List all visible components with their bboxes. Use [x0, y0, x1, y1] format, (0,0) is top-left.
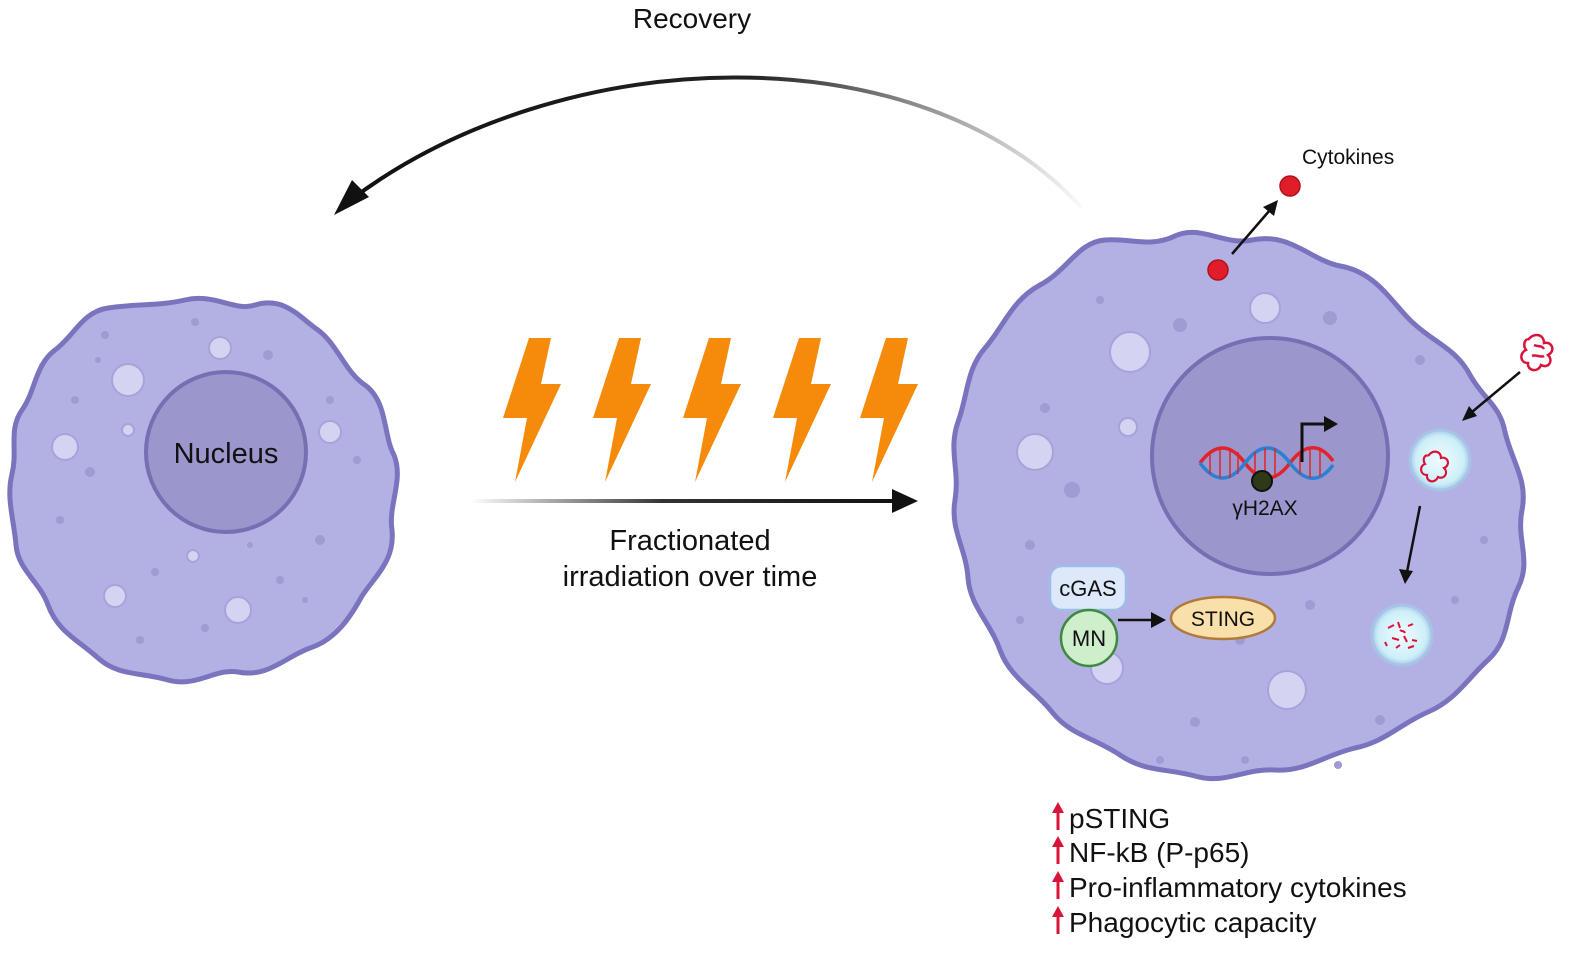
irradiation-bolts [503, 338, 918, 482]
effect-text: Pro-inflammatory cytokines [1069, 872, 1407, 903]
mn-circle [1059, 608, 1119, 668]
recovery-label: Recovery [633, 3, 751, 34]
cgas-label: cGAS [1059, 576, 1116, 601]
process-label-line2: irradiation over time [563, 561, 818, 593]
cytokine-outer [1279, 175, 1301, 197]
sting-label: STING [1191, 608, 1255, 631]
up-arrow-icon [1052, 836, 1064, 864]
h2ax-label: γH2AX [1232, 497, 1297, 520]
transcription-arrow-icon [1300, 416, 1338, 462]
lightning-bolt-icon [860, 338, 918, 482]
resting-cell-vesicles [51, 336, 342, 624]
resting-cell [7, 296, 400, 685]
activated-nucleus [1150, 336, 1390, 576]
effect-text: Phagocytic capacity [1069, 907, 1316, 938]
cytokine-release [1207, 175, 1301, 281]
effect-item-pSTING: pSTING [1052, 802, 1170, 834]
lightning-bolt-icon [773, 338, 831, 482]
lightning-bolt-icon [503, 338, 561, 482]
effects-list: pSTING NF-kB (P-p65) Pro-inflammatory cy… [1052, 802, 1407, 938]
lightning-bolt-icon [593, 338, 651, 482]
effect-text: pSTING [1069, 803, 1170, 834]
lightning-bolt-icon [683, 338, 741, 482]
process-label-line1: Fractionated [609, 525, 770, 557]
phagocytosis [1370, 333, 1554, 667]
phagolysosome [1370, 603, 1434, 667]
up-arrow-icon [1052, 906, 1064, 934]
effect-item-nfkb: NF-kB (P-p65) [1052, 836, 1249, 868]
effect-item-cytokines: Pro-inflammatory cytokines [1052, 871, 1407, 903]
debris-icon [1520, 333, 1554, 372]
up-arrow-icon [1052, 802, 1064, 830]
mn-label: MN [1072, 626, 1106, 651]
activated-cell [951, 175, 1554, 782]
h2ax-marker [1251, 470, 1273, 492]
resting-cell-granules [56, 318, 361, 644]
time-arrow [470, 489, 918, 513]
up-arrow-icon [1052, 871, 1064, 899]
resting-nucleus [144, 370, 308, 534]
activated-cell-granules [1016, 296, 1488, 769]
effect-text: NF-kB (P-p65) [1069, 837, 1249, 868]
nucleus-label: Nucleus [174, 438, 279, 470]
recovery-arrow [334, 75, 1084, 215]
effect-item-phagocytic: Phagocytic capacity [1052, 906, 1316, 938]
cytokines-label: Cytokines [1302, 146, 1394, 169]
phagosome [1408, 428, 1472, 492]
cytokine-inner [1207, 259, 1229, 281]
sting-ellipse [1169, 595, 1277, 641]
